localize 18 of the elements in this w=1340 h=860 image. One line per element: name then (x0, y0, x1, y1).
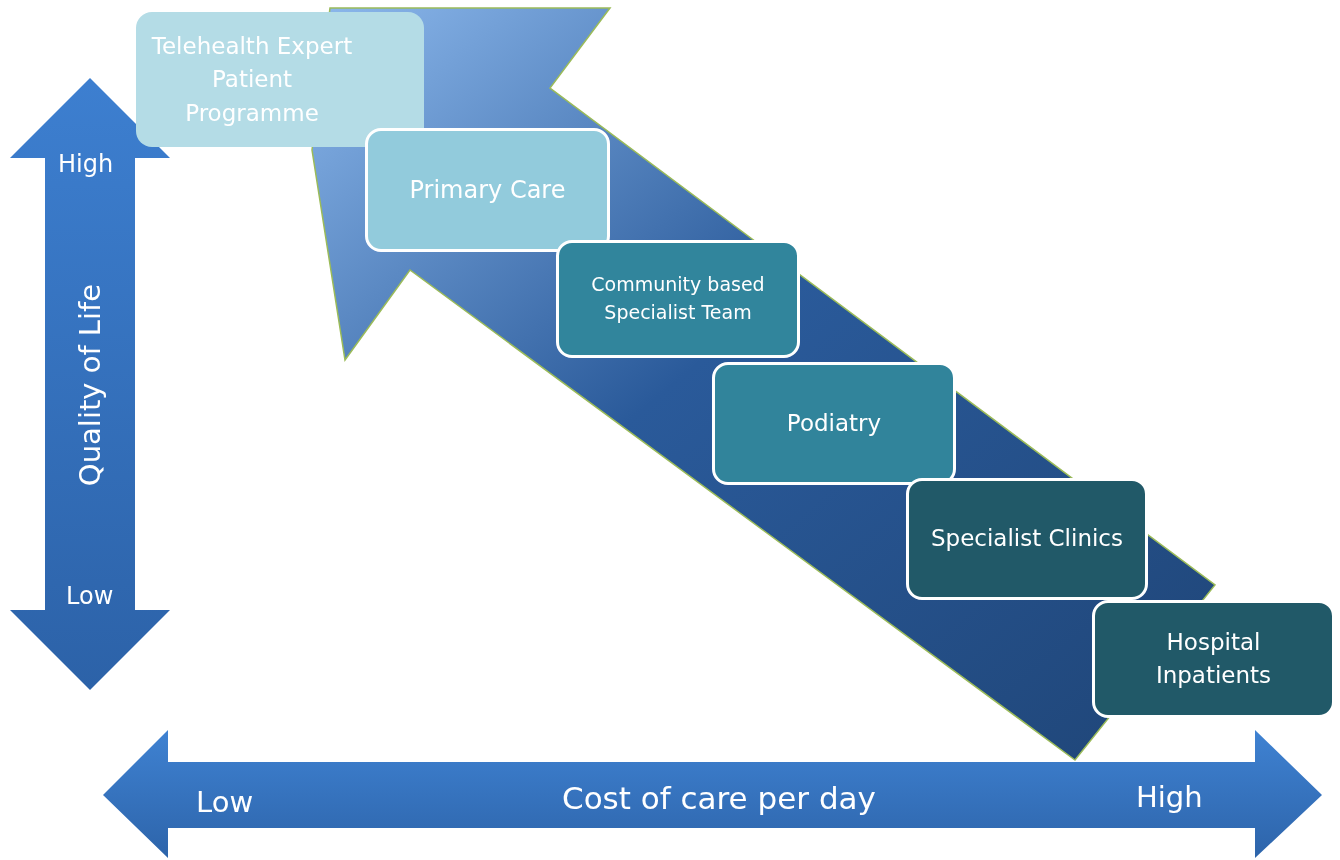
axis-end-label: Low (66, 582, 114, 610)
step-box (556, 240, 800, 358)
step-label: Primary Care (409, 174, 566, 206)
axis-title: Quality of Life (73, 283, 107, 487)
step-label: Specialist Clinics (931, 524, 1123, 554)
step-box (136, 12, 424, 147)
step-box (365, 128, 610, 252)
step-label: Telehealth Expert Patient Programme (150, 32, 354, 128)
axis-end-label: High (58, 150, 114, 178)
axis-title: Cost of care per day (562, 780, 876, 816)
axis-end-label: Low (196, 785, 254, 819)
step-label: Hospital Inpatients (1154, 627, 1273, 690)
step-label: Community based Specialist Team (590, 272, 766, 325)
step-box (906, 478, 1148, 600)
axis-end-label: High (1136, 780, 1203, 814)
step-box (1092, 600, 1335, 718)
step-label: Podiatry (786, 408, 882, 438)
step-box (712, 362, 956, 485)
